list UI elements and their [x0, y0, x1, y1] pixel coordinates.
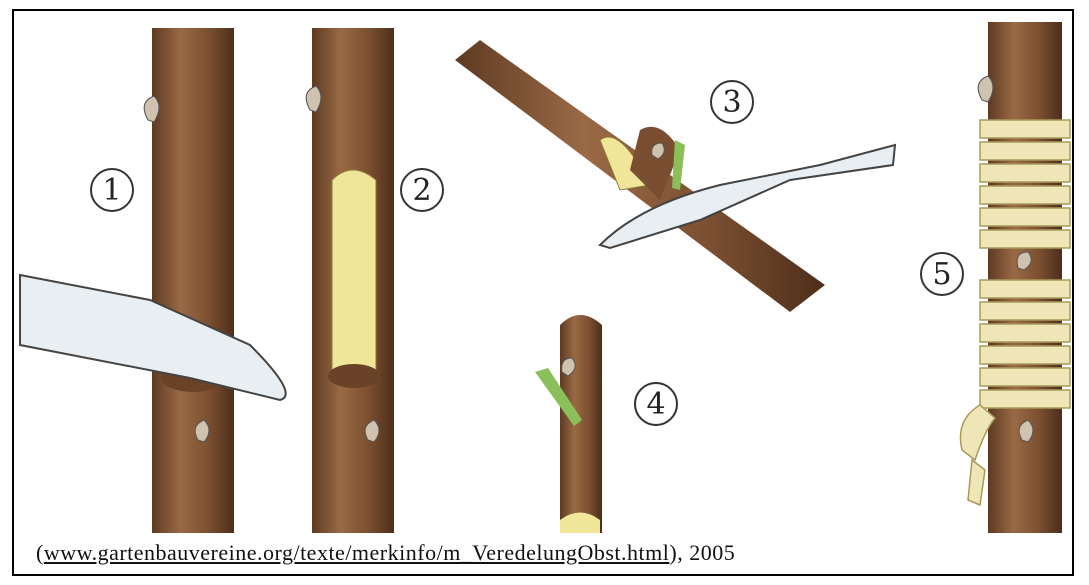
step-number-3: 3 — [710, 80, 754, 124]
step1-stem — [144, 28, 234, 533]
step5-wrapped-stem — [960, 22, 1070, 533]
source-link[interactable]: www.gartenbauvereine.org/texte/merkinfo/… — [44, 540, 670, 565]
step-number-2: 2 — [400, 168, 444, 212]
step-number-5: 5 — [920, 252, 964, 296]
step-number-1: 1 — [90, 168, 134, 212]
source-caption: (www.gartenbauvereine.org/texte/merkinfo… — [36, 540, 735, 566]
step2-stem — [306, 28, 394, 533]
caption-year: ), 2005 — [669, 540, 735, 565]
step4-bud-shield — [535, 315, 602, 533]
step-number-4: 4 — [634, 382, 678, 426]
caption-open-paren: ( — [36, 540, 44, 565]
